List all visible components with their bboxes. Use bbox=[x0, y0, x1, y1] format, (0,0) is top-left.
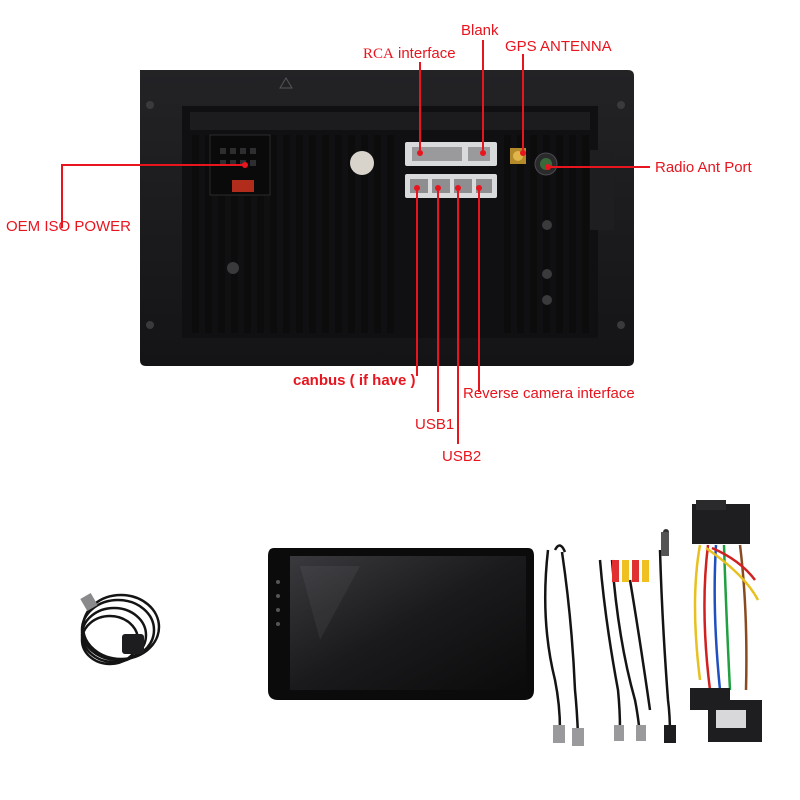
heat-sink-rib bbox=[335, 135, 342, 333]
heat-sink-rib bbox=[543, 135, 550, 333]
screw-hole bbox=[617, 321, 625, 329]
heat-sink-rib bbox=[530, 135, 537, 333]
screw-hole bbox=[146, 101, 154, 109]
heat-sink-rib bbox=[296, 135, 303, 333]
gps-antenna-label: GPS ANTENNA bbox=[505, 38, 612, 55]
heat-sink-rib bbox=[309, 135, 316, 333]
rca-label-prefix: RCA bbox=[363, 46, 394, 62]
canbus-label: canbus ( if have ) bbox=[293, 372, 416, 389]
heat-sink-rib bbox=[192, 135, 199, 333]
heat-sink-rib bbox=[205, 135, 212, 333]
usb-plugs bbox=[553, 725, 676, 746]
rca-interface-label: RCA interface bbox=[363, 46, 456, 62]
usb2-label: USB2 bbox=[442, 448, 482, 465]
harness-connector-top bbox=[692, 504, 750, 544]
usb-cables bbox=[543, 544, 672, 736]
radio-ant-port-label: Radio Ant Port bbox=[655, 159, 752, 176]
heat-sink-rib bbox=[283, 135, 290, 333]
heat-sink-rib bbox=[348, 135, 355, 333]
pointer-lines bbox=[61, 40, 650, 444]
heat-sink-rib bbox=[517, 135, 524, 333]
heat-sink-rib bbox=[361, 135, 368, 333]
head-unit-rear-panel bbox=[140, 70, 634, 366]
heat-sink-rib bbox=[374, 135, 381, 333]
heat-sink-rib bbox=[218, 135, 225, 333]
heat-sink-rib bbox=[270, 135, 277, 333]
rca-label-suffix: interface bbox=[393, 45, 456, 62]
heat-sink-rib bbox=[387, 135, 394, 333]
oem-iso-power-label: OEM ISO POWER bbox=[6, 218, 132, 235]
heat-sink-rib bbox=[569, 135, 576, 333]
heat-sink-rib bbox=[582, 135, 589, 333]
wiring-harness bbox=[661, 500, 762, 742]
display-area bbox=[290, 556, 526, 690]
heat-sink-rib bbox=[322, 135, 329, 333]
pointer-dots bbox=[242, 150, 551, 191]
fuse bbox=[232, 180, 254, 192]
gps-antenna-module bbox=[80, 592, 161, 666]
rca-plugs bbox=[612, 560, 649, 582]
sticker bbox=[350, 151, 374, 175]
screw-hole bbox=[146, 321, 154, 329]
heat-sink-ribs bbox=[192, 135, 589, 333]
usb1-label: USB1 bbox=[415, 416, 455, 433]
blank-label: Blank bbox=[461, 22, 499, 39]
heat-sink-rib bbox=[556, 135, 563, 333]
heat-sink-rib bbox=[244, 135, 251, 333]
car-stereo-screen bbox=[268, 548, 534, 700]
heat-sink-rib bbox=[257, 135, 264, 333]
heat-sink-rib bbox=[504, 135, 511, 333]
screw-hole bbox=[617, 101, 625, 109]
heat-sink-rib bbox=[231, 135, 238, 333]
reverse-camera-label: Reverse camera interface bbox=[463, 385, 635, 402]
